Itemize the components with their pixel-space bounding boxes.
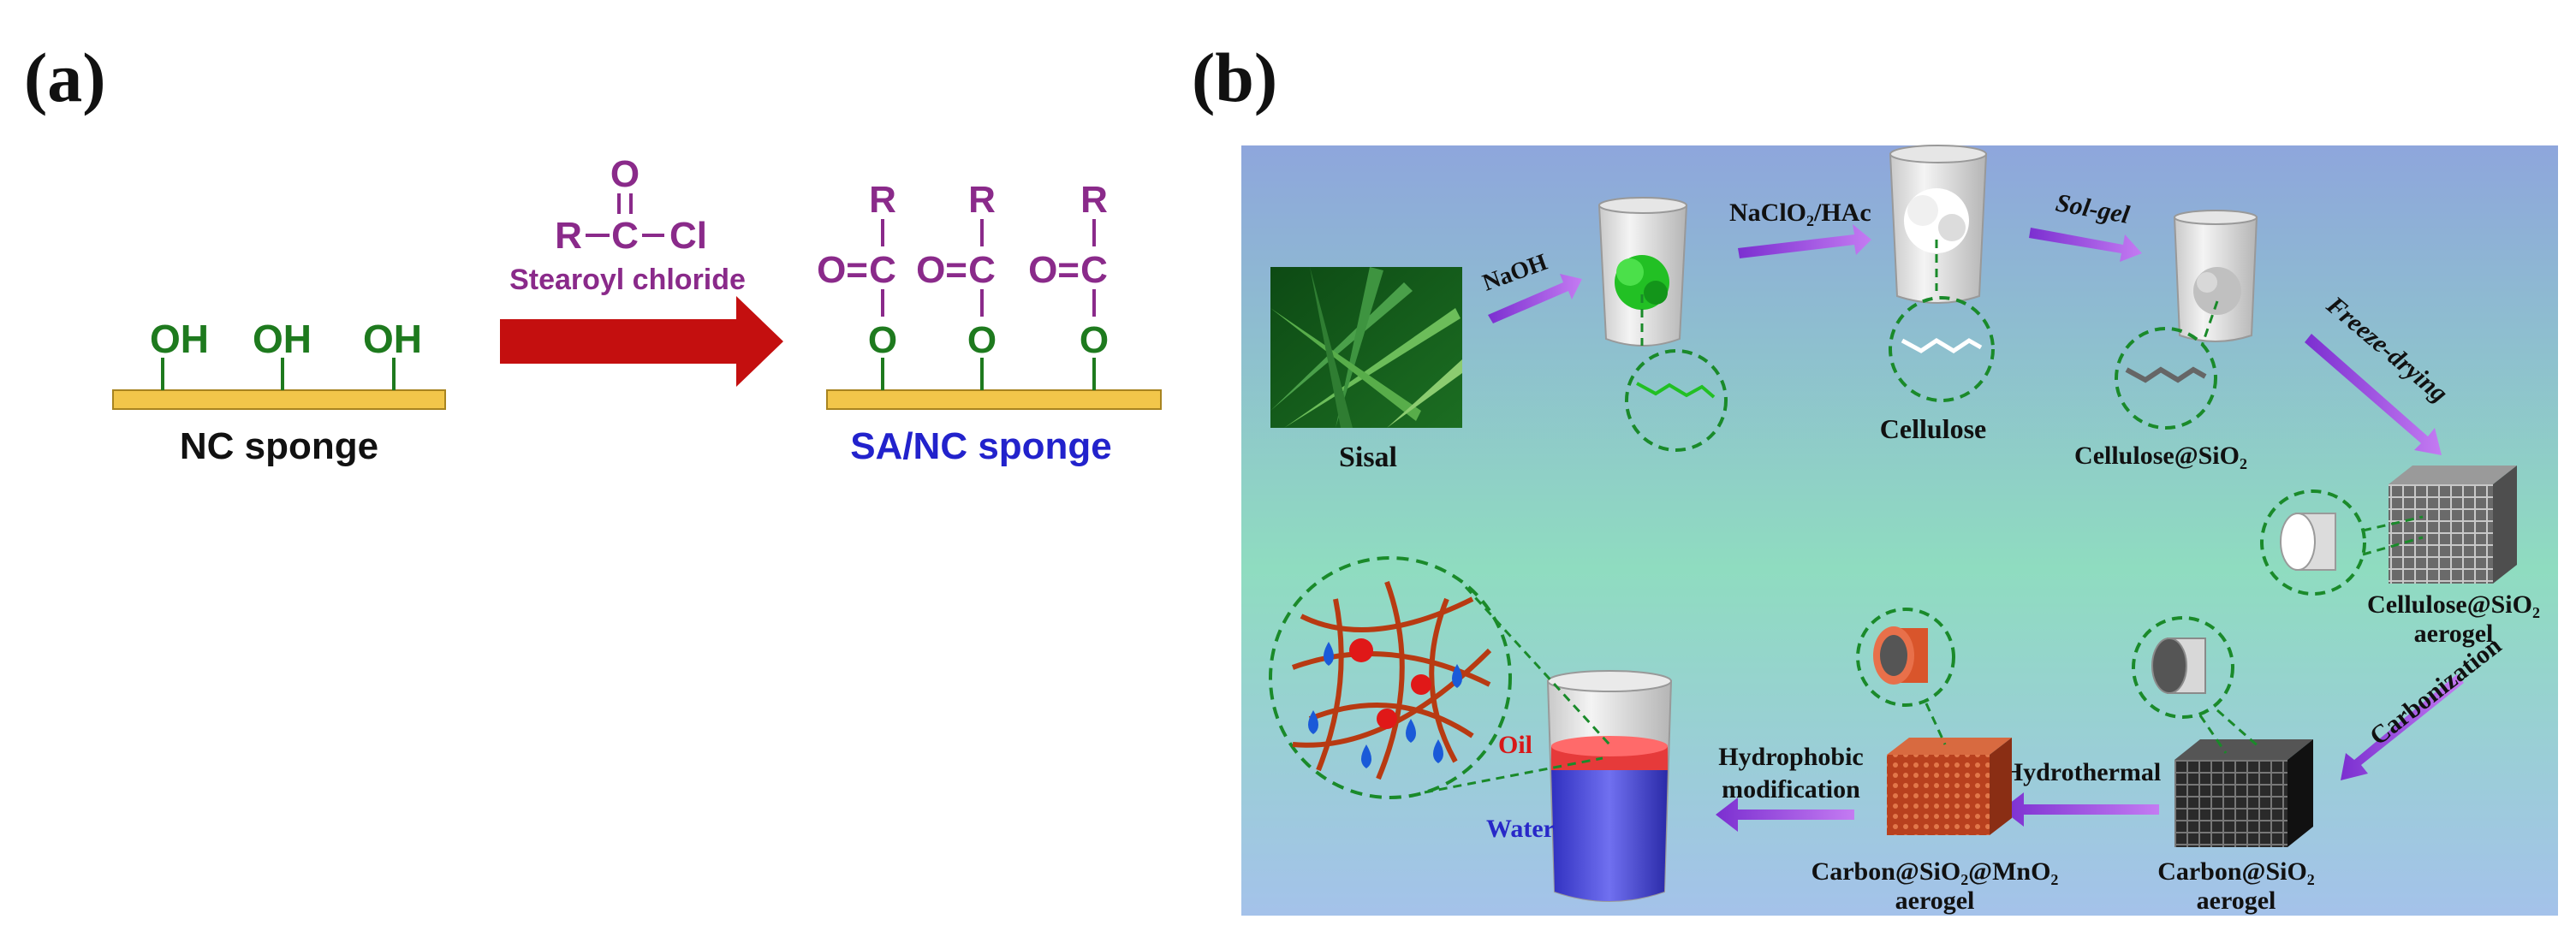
- beaker-cellulose-sio2: [2173, 210, 2258, 342]
- oil-label: Oil: [1498, 731, 1532, 759]
- beaker-cellulose: [1889, 145, 1988, 304]
- nc-sponge-bar: [112, 389, 446, 410]
- reagent-r: R: [555, 215, 582, 257]
- svg-text:O: O: [868, 319, 897, 361]
- svg-text:R: R: [869, 179, 896, 221]
- cube-cellulose-sio2-aerogel: [2389, 466, 2517, 584]
- reagent-name: Stearoyl chloride: [509, 264, 746, 296]
- nc-sponge-caption: NC sponge: [180, 425, 378, 467]
- reaction-arrow: [500, 296, 783, 387]
- step-hydrothermal: Hydrothermal: [2003, 758, 2161, 786]
- svg-text:R: R: [968, 179, 996, 221]
- sa-nc-sponge-bar: [826, 389, 1162, 410]
- svg-text:O=: O=: [817, 249, 868, 291]
- svg-text:O=: O=: [916, 249, 967, 291]
- hydroxyl-label-3: OH: [363, 317, 422, 361]
- carbon-mno2-label-1: Carbon@SiO₂@MnO₂: [1812, 857, 2059, 886]
- svg-text:O: O: [967, 319, 996, 361]
- beaker-naoh: [1597, 197, 1688, 347]
- ester-group-1: R O= C O: [817, 179, 897, 390]
- arrow-hydrothermal: [2002, 792, 2159, 827]
- svg-text:O: O: [1080, 319, 1109, 361]
- step-hydrophobic-1: Hydrophobic: [1718, 743, 1864, 771]
- svg-text:O=: O=: [1028, 249, 1080, 291]
- cube-carbon-sio2-aerogel: [2174, 739, 2313, 847]
- cellulose-sio2-aerogel-label-1: Cellulose@SiO₂: [2367, 590, 2540, 619]
- cellulose-sio2-aerogel-label-2: aerogel: [2414, 620, 2494, 648]
- sa-nc-sponge-molecule: R O= C O R O= C O R O= C O SA/NC sponge: [817, 179, 1162, 467]
- svg-text:C: C: [869, 249, 896, 291]
- svg-text:C: C: [968, 249, 996, 291]
- panel-b-label: (b): [1192, 39, 1277, 116]
- cellulose-label: Cellulose: [1880, 413, 1986, 444]
- ester-group-2: R O= C O: [916, 179, 996, 390]
- sisal-label: Sisal: [1339, 442, 1397, 473]
- reagent-chlorine: Cl: [669, 215, 707, 257]
- svg-text:C: C: [1080, 249, 1108, 291]
- step-naclo2: NaClO₂/HAc: [1729, 199, 1871, 227]
- arrow-freeze-drying: [2305, 334, 2442, 455]
- arrow-carbonization: [2341, 674, 2464, 780]
- zoom-circle-aerogel-tube: [2260, 489, 2424, 596]
- water-label: Water: [1486, 815, 1555, 843]
- step-hydrophobic-2: modification: [1722, 775, 1860, 804]
- carbon-sio2-label-2: aerogel: [2197, 887, 2276, 915]
- nc-sponge-molecule: OH OH OH NC sponge: [112, 317, 446, 467]
- zoom-circle-green-fibre: [1625, 294, 1728, 452]
- cellulose-sio2-label: Cellulose@SiO₂: [2074, 442, 2247, 470]
- zoom-circle-hydrophobic-network: [1269, 556, 1611, 799]
- arrow-solgel: [2029, 228, 2142, 262]
- arrow-naoh: [1488, 274, 1582, 323]
- sa-nc-sponge-caption: SA/NC sponge: [850, 425, 1112, 467]
- arrow-hydrophobic: [1716, 798, 1854, 832]
- beaker-oil-water: [1546, 670, 1673, 902]
- carbon-sio2-label-1: Carbon@SiO₂: [2157, 857, 2315, 886]
- reagent-carbon: C: [611, 215, 639, 257]
- carbon-mno2-label-2: aerogel: [1895, 887, 1975, 915]
- stearoyl-chloride-formula: O R C Cl Stearoyl chloride: [509, 153, 746, 296]
- arrow-naclo2: [1738, 224, 1871, 258]
- reagent-oxygen: O: [610, 153, 640, 195]
- cube-carbon-mno2-aerogel: [1887, 738, 2012, 835]
- panel-a-label: (a): [24, 39, 106, 116]
- ester-group-3: R O= C O: [1028, 179, 1109, 390]
- zoom-circle-mno2-tube: [1856, 608, 1955, 745]
- zoom-circle-carbon-tube: [2132, 616, 2261, 754]
- hydroxyl-label-2: OH: [253, 317, 312, 361]
- hydroxyl-label-1: OH: [150, 317, 209, 361]
- svg-text:R: R: [1080, 179, 1108, 221]
- sisal-plant-image: [1270, 267, 1462, 428]
- zoom-circle-cellulose: [1889, 240, 1995, 402]
- zoom-circle-cellulose-sio2: [2115, 300, 2219, 430]
